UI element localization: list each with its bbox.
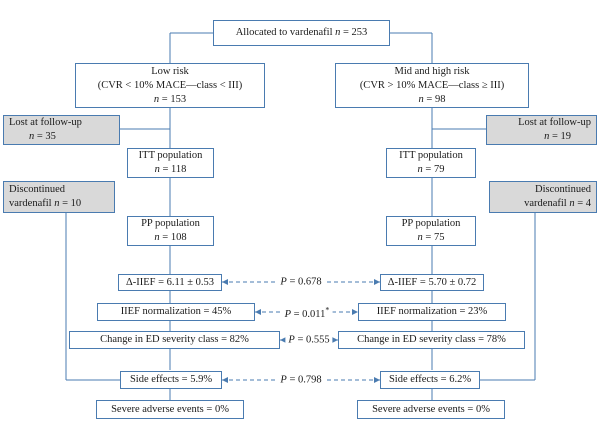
low-risk-severe-ae-box: Severe adverse events = 0% xyxy=(96,400,244,419)
p-value-side-effects: P = 0.798 xyxy=(277,373,325,387)
mid-high-risk-discontinued-box: Discontinued vardenafil n = 4 xyxy=(489,181,597,213)
mid-high-risk-ed-change-box: Change in ED severity class = 78% xyxy=(338,331,525,349)
low-risk-pp-box: PP population n = 108 xyxy=(127,216,214,246)
mid-high-risk-pp-box: PP population n = 75 xyxy=(386,216,476,246)
allocation-box: Allocated to vardenafil n = 253 xyxy=(213,20,390,46)
low-risk-ed-change-box: Change in ED severity class = 82% xyxy=(69,331,280,349)
mid-high-risk-box: Mid and high risk (CVR > 10% MACE—class … xyxy=(335,63,529,108)
mid-high-risk-delta-iief-box: Δ-IIEF = 5.70 ± 0.72 xyxy=(380,274,484,291)
low-risk-itt-box: ITT population n = 118 xyxy=(127,148,214,178)
low-risk-delta-iief-box: Δ-IIEF = 6.11 ± 0.53 xyxy=(118,274,222,291)
mid-high-risk-iief-normalization-box: IIEF normalization = 23% xyxy=(358,303,506,321)
mid-high-risk-side-effects-box: Side effects = 6.2% xyxy=(380,371,480,389)
low-risk-iief-normalization-box: IIEF normalization = 45% xyxy=(97,303,255,321)
low-risk-lost-box: Lost at follow-up n = 35 xyxy=(3,115,120,145)
low-risk-discontinued-box: Discontinued vardenafil n = 10 xyxy=(3,181,115,213)
p-value-iief-normalization: P = 0.011* xyxy=(281,303,333,321)
p-value-ed-change: P = 0.555 xyxy=(285,333,333,347)
low-risk-side-effects-box: Side effects = 5.9% xyxy=(120,371,222,389)
mid-high-risk-itt-box: ITT population n = 79 xyxy=(386,148,476,178)
mid-high-risk-severe-ae-box: Severe adverse events = 0% xyxy=(357,400,505,419)
mid-high-risk-lost-box: Lost at follow-up n = 19 xyxy=(486,115,597,145)
p-value-delta-iief: P = 0.678 xyxy=(277,275,325,289)
low-risk-box: Low risk (CVR < 10% MACE—class < III) n … xyxy=(75,63,265,108)
